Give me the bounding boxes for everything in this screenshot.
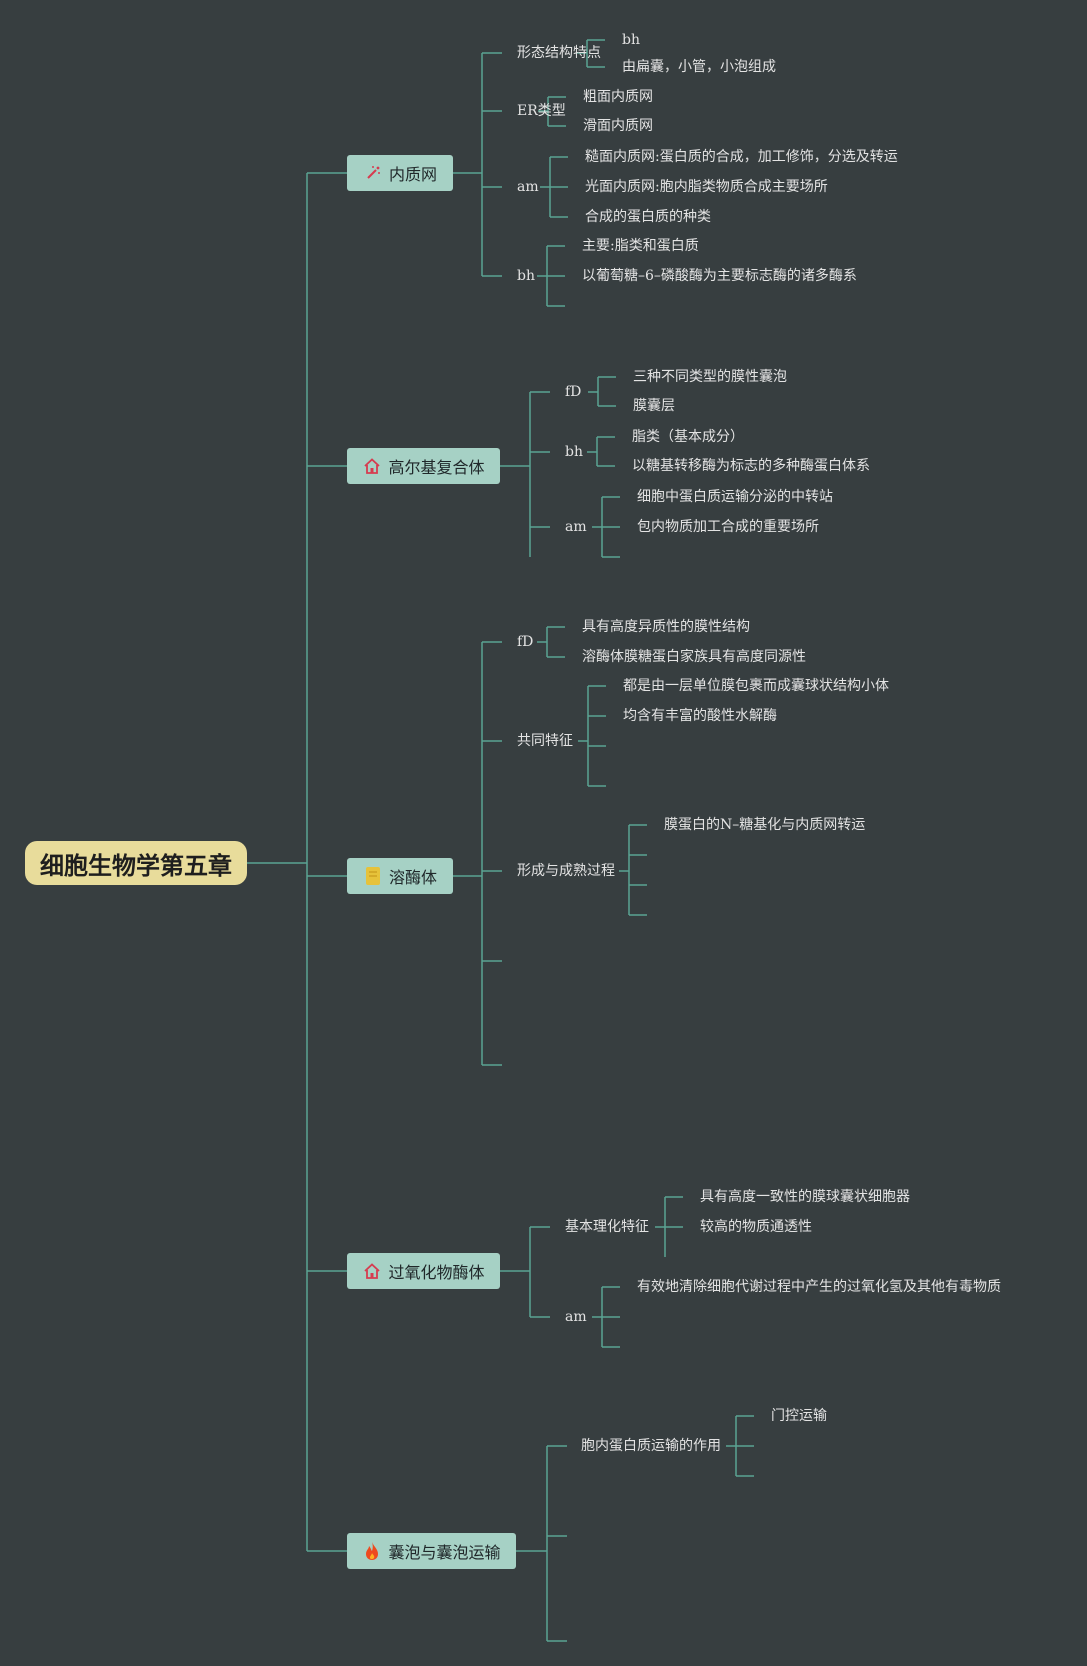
branch-label: 过氧化物酶体 [388, 1263, 485, 1282]
house-icon [362, 456, 382, 476]
leaf-node-label[interactable]: 均含有丰富的酸性水解酶 [623, 708, 777, 724]
sub-node-label[interactable]: bh [565, 444, 583, 460]
sub-node-label[interactable]: bh [517, 268, 535, 284]
root-node[interactable]: 细胞生物学第五章 [25, 841, 247, 885]
leaf-node-label[interactable]: 合成的蛋白质的种类 [585, 209, 711, 225]
sub-node-label[interactable]: am [517, 179, 539, 195]
leaf-node-label[interactable]: 以葡萄糖–6–磷酸酶为主要标志酶的诸多酶系 [582, 268, 857, 284]
leaf-node-label[interactable]: 膜囊层 [633, 398, 675, 414]
sub-node-label[interactable]: 形态结构特点 [517, 45, 601, 61]
note-icon [363, 866, 383, 886]
sub-node-label[interactable]: am [565, 519, 587, 535]
branch-node[interactable]: 囊泡与囊泡运输 [347, 1533, 516, 1569]
leaf-node-label[interactable]: 主要:脂类和蛋白质 [582, 238, 699, 254]
leaf-node-label[interactable]: 以糖基转移酶为标志的多种酶蛋白体系 [632, 458, 870, 474]
branch-label: 囊泡与囊泡运输 [388, 1543, 501, 1562]
magic-wand-icon [363, 163, 383, 183]
branch-label: 溶酶体 [388, 868, 437, 887]
leaf-node-label[interactable]: 包内物质加工合成的重要场所 [637, 519, 819, 535]
sub-node-label[interactable]: fD [565, 384, 582, 400]
sub-node-label[interactable]: fD [517, 634, 534, 650]
leaf-node-label[interactable]: 溶酶体膜糖蛋白家族具有高度同源性 [582, 649, 806, 665]
leaf-node-label[interactable]: 都是由一层单位膜包裹而成囊球状结构小体 [623, 678, 889, 694]
sub-node-label[interactable]: 共同特征 [517, 733, 573, 749]
sub-node-label[interactable]: am [565, 1309, 587, 1325]
leaf-node-label[interactable]: 滑面内质网 [583, 118, 653, 134]
leaf-node-label[interactable]: 光面内质网:胞内脂类物质合成主要场所 [585, 179, 828, 195]
house-icon [362, 1261, 382, 1281]
sub-node-label[interactable]: ER类型 [517, 103, 566, 119]
leaf-node-label[interactable]: 具有高度异质性的膜性结构 [582, 619, 750, 635]
root-title: 细胞生物学第五章 [40, 851, 232, 880]
branch-label: 内质网 [388, 165, 437, 184]
branch-label: 高尔基复合体 [388, 458, 485, 477]
leaf-node-label[interactable]: 有效地清除细胞代谢过程中产生的过氧化氢及其他有毒物质 [637, 1279, 1001, 1295]
leaf-node-label[interactable]: 脂类（基本成分） [632, 429, 744, 445]
leaf-node-label[interactable]: 粗面内质网 [583, 89, 653, 105]
leaf-node-label[interactable]: 糙面内质网:蛋白质的合成，加工修饰，分选及转运 [585, 149, 898, 165]
branch-node[interactable]: 高尔基复合体 [347, 448, 500, 484]
leaf-node-label[interactable]: 膜蛋白的N–糖基化与内质网转运 [664, 817, 866, 833]
sub-node-label[interactable]: 形成与成熟过程 [517, 863, 615, 879]
leaf-node-label[interactable]: bh [622, 32, 640, 48]
sub-node-label[interactable]: 基本理化特征 [565, 1219, 649, 1235]
leaf-node-label[interactable]: 具有高度一致性的膜球囊状细胞器 [700, 1189, 910, 1205]
leaf-node-label[interactable]: 由扁囊，小管，小泡组成 [622, 59, 776, 75]
leaf-node-label[interactable]: 三种不同类型的膜性囊泡 [633, 369, 787, 385]
branch-node[interactable]: 过氧化物酶体 [347, 1253, 500, 1289]
branch-node[interactable]: 溶酶体 [347, 858, 453, 894]
branch-node[interactable]: 内质网 [347, 155, 453, 191]
fire-icon [362, 1541, 382, 1561]
leaf-node-label[interactable]: 较高的物质通透性 [700, 1219, 812, 1235]
sub-node-label[interactable]: 胞内蛋白质运输的作用 [581, 1438, 721, 1454]
leaf-node-label[interactable]: 门控运输 [771, 1408, 827, 1424]
leaf-node-label[interactable]: 细胞中蛋白质运输分泌的中转站 [637, 489, 833, 505]
